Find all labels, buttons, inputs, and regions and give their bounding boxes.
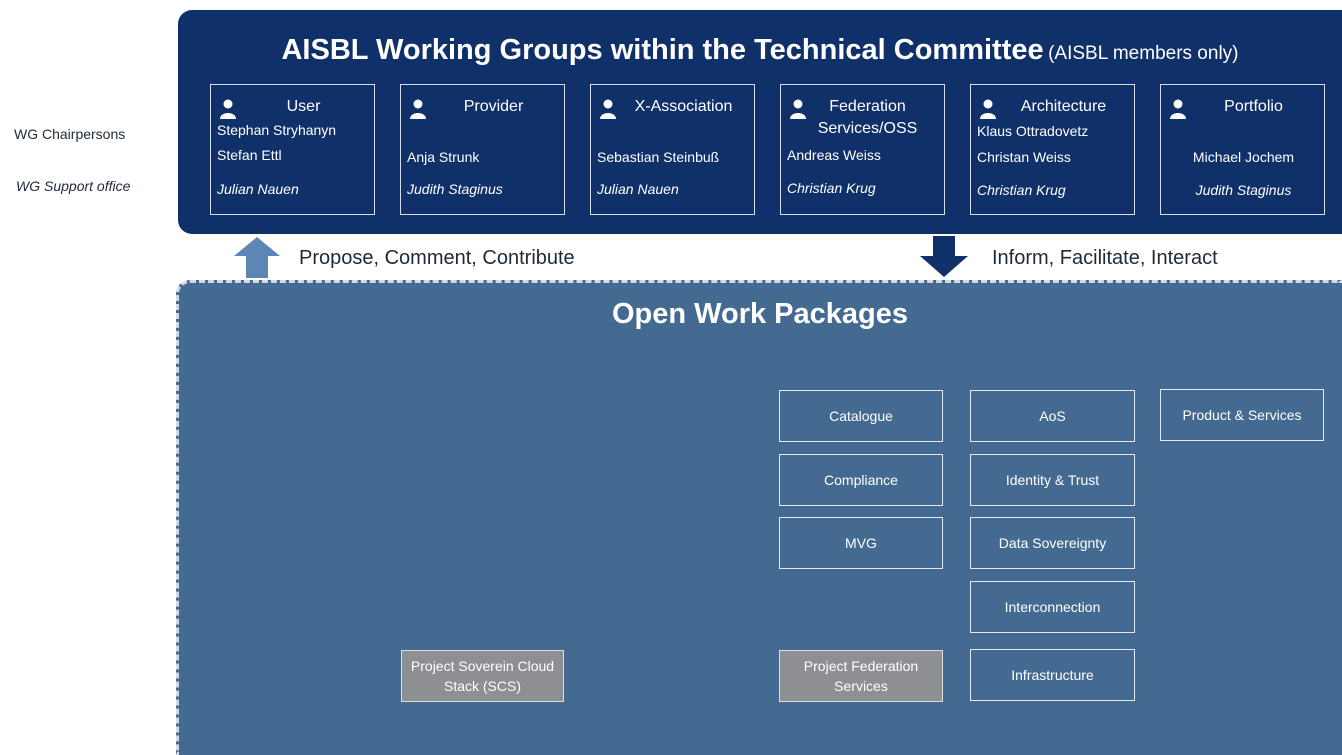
- wg-box-x-association: X-Association Sebastian Steinbuß Julian …: [590, 84, 755, 215]
- wg-chair: Stephan Stryhanyn: [217, 122, 337, 138]
- wg-box-architecture: Architecture Klaus Ottradovetz Christan …: [970, 84, 1135, 215]
- working-groups-title: AISBL Working Groups within the Technica…: [178, 34, 1342, 67]
- open-work-packages-title: Open Work Packages: [611, 298, 909, 330]
- person-icon: [1170, 99, 1186, 119]
- wg-title: Federation Services/OSS: [817, 98, 918, 137]
- wg-title: X-Association: [634, 98, 733, 115]
- panel-subtitle: (AISBL members only): [1048, 43, 1239, 64]
- panel-title: AISBL Working Groups within the Technica…: [281, 34, 1044, 66]
- project-federation-services: Project Federation Services: [779, 650, 943, 702]
- wg-support: Julian Nauen: [597, 181, 679, 197]
- wp-aos: AoS: [970, 390, 1135, 442]
- person-icon: [600, 99, 616, 119]
- arrow-down-icon: [920, 236, 968, 277]
- wg-box-portfolio: Portfolio Michael Jochem Judith Staginus: [1160, 84, 1325, 215]
- wg-chair: Sebastian Steinbuß: [597, 149, 720, 165]
- wp-identity-trust: Identity & Trust: [970, 454, 1135, 506]
- wg-support: Judith Staginus: [1195, 182, 1292, 198]
- wp-data-sovereignty: Data Sovereignty: [970, 517, 1135, 569]
- wp-infrastructure: Infrastructure: [970, 649, 1135, 701]
- wg-chairpersons-label: WG Chairpersons: [14, 126, 126, 142]
- wg-support: Christian Krug: [977, 182, 1066, 198]
- wp-mvg: MVG: [779, 517, 943, 569]
- project-sovereign-cloud-stack: Project Soverein Cloud Stack (SCS): [401, 650, 564, 702]
- wg-box-user: User Stephan Stryhanyn Stefan Ettl Julia…: [210, 84, 375, 215]
- person-icon: [410, 99, 426, 119]
- wg-title: Architecture: [1020, 98, 1107, 115]
- wg-chair: Klaus Ottradovetz: [977, 123, 1089, 139]
- arrow-up-icon: [234, 237, 280, 278]
- wg-title: Portfolio: [1224, 98, 1283, 115]
- inform-facilitate-interact-label: Inform, Facilitate, Interact: [992, 247, 1218, 269]
- person-icon: [220, 99, 236, 119]
- person-icon: [790, 99, 806, 119]
- wg-chair: Michael Jochem: [1192, 149, 1295, 165]
- wg-support: Judith Staginus: [407, 181, 503, 197]
- working-groups-panel: AISBL Working Groups within the Technica…: [178, 10, 1342, 234]
- wg-box-provider: Provider Anja Strunk Judith Staginus: [400, 84, 565, 215]
- wg-support: Julian Nauen: [217, 181, 299, 197]
- wg-chair: Andreas Weiss: [787, 147, 881, 163]
- wg-box-federation-services: Federation Services/OSS Andreas Weiss Ch…: [780, 84, 945, 215]
- wg-support-office-label: WG Support office: [16, 178, 131, 194]
- open-work-packages-panel: [176, 280, 1342, 755]
- wg-title: Provider: [463, 98, 524, 115]
- wp-compliance: Compliance: [779, 454, 943, 506]
- wg-title: User: [286, 98, 321, 115]
- wg-chair: Christan Weiss: [977, 149, 1071, 165]
- wg-support: Christian Krug: [787, 180, 876, 196]
- wp-product-services: Product & Services: [1160, 389, 1324, 441]
- wp-catalogue: Catalogue: [779, 390, 943, 442]
- wg-chair: Anja Strunk: [407, 149, 480, 165]
- person-icon: [980, 99, 996, 119]
- wp-interconnection: Interconnection: [970, 581, 1135, 633]
- propose-comment-contribute-label: Propose, Comment, Contribute: [299, 247, 575, 269]
- wg-chair: Stefan Ettl: [217, 147, 282, 163]
